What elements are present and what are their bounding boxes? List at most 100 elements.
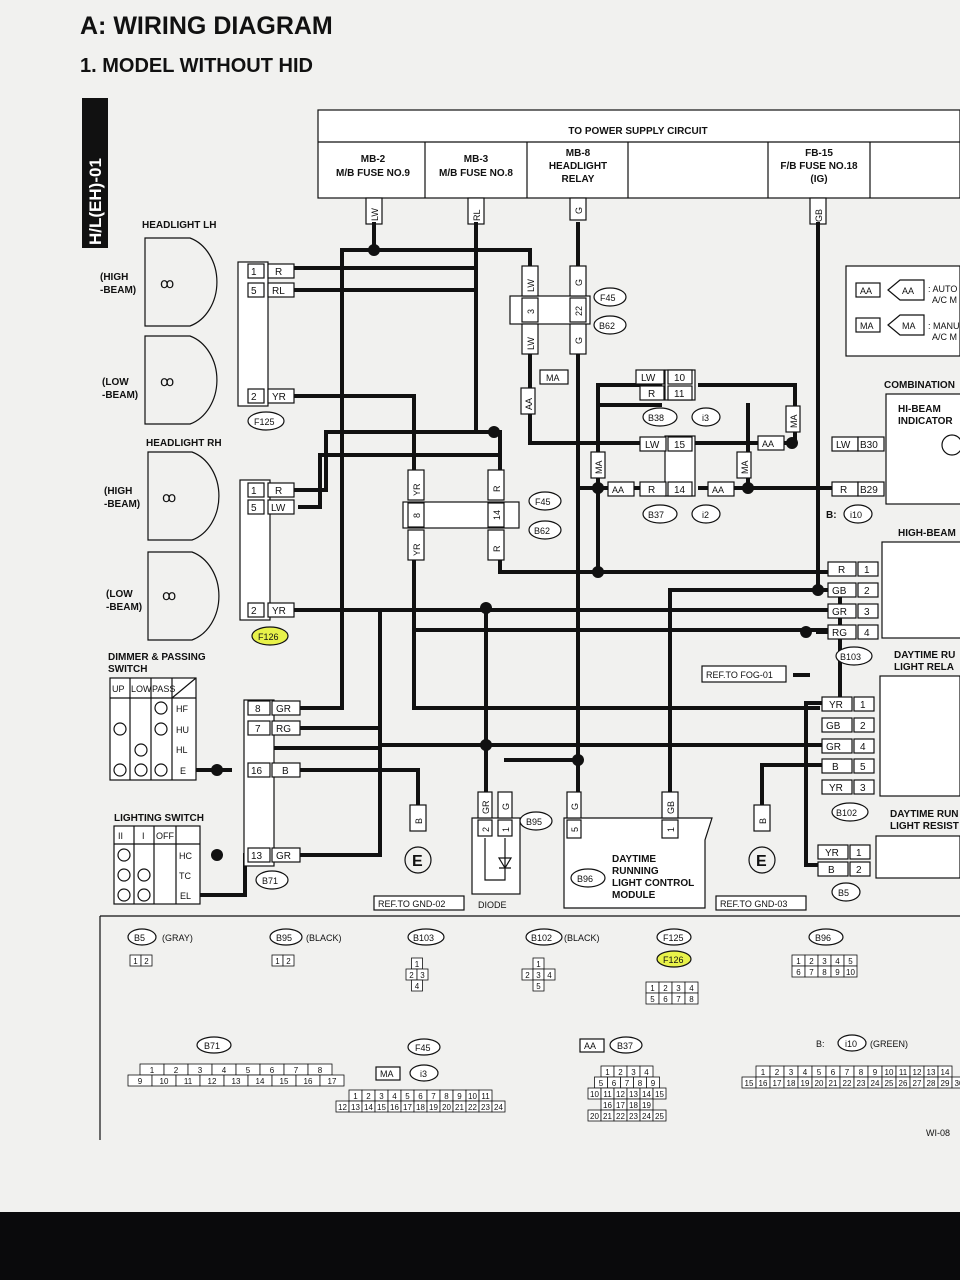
b102-tag: B102 [836, 808, 857, 818]
pin-label: 21 [455, 1103, 464, 1112]
svg-text:YR: YR [829, 783, 843, 794]
svg-text:(BLACK): (BLACK) [306, 933, 342, 943]
power-title: TO POWER SUPPLY CIRCUIT [568, 126, 707, 137]
svg-text:5: 5 [570, 827, 580, 832]
svg-text:LW: LW [645, 440, 660, 451]
pin-label: 8 [638, 1079, 643, 1088]
svg-text:PASS: PASS [152, 684, 175, 694]
svg-text:i10: i10 [845, 1039, 857, 1049]
svg-text:I: I [142, 831, 145, 841]
pin-cell [532, 979, 545, 992]
pin-label: 8 [444, 1092, 449, 1101]
mb8-headlight: HEADLIGHT [549, 161, 607, 172]
svg-text:HC: HC [179, 851, 192, 861]
svg-text:(BLACK): (BLACK) [564, 933, 600, 943]
svg-text:B96: B96 [815, 933, 831, 943]
pin-label: 10 [160, 1077, 169, 1086]
svg-text:R: R [648, 485, 655, 496]
svg-text:2: 2 [860, 721, 866, 732]
rh-high-label: (HIGH [104, 486, 132, 497]
pin-label: 10 [468, 1092, 477, 1101]
pin-cell [140, 954, 153, 967]
pin-label: 15 [377, 1103, 386, 1112]
svg-text:YR: YR [272, 606, 286, 617]
pin-cell [652, 1109, 667, 1122]
svg-text:1: 1 [864, 565, 870, 576]
pin-cell [411, 979, 423, 992]
pin-cell [491, 1100, 506, 1113]
rh-high-label2: -BEAM) [104, 499, 140, 510]
pin-label: 3 [536, 971, 541, 980]
pin-label: 4 [803, 1068, 808, 1077]
svg-text:AA: AA [762, 439, 774, 449]
pin-label: 1 [761, 1068, 766, 1077]
svg-text:B: B [828, 865, 835, 876]
i2-tag: i2 [702, 510, 709, 520]
drl-relay-label2: LIGHT RELA [894, 662, 954, 673]
svg-text:RG: RG [276, 724, 291, 735]
pin-label: 8 [822, 968, 827, 977]
svg-text:II: II [118, 831, 123, 841]
ground-icon-2 [748, 846, 776, 874]
svg-text:MA: MA [380, 1069, 394, 1079]
pin-label: 6 [796, 968, 801, 977]
power-supply-box [317, 109, 960, 199]
pin-label: 8 [689, 995, 694, 1004]
svg-text:G: G [501, 803, 511, 810]
pin-label: 1 [150, 1066, 155, 1075]
indicator-bulb-icon [941, 434, 960, 456]
b95-tag: B95 [526, 817, 542, 827]
pin-label: 15 [655, 1090, 664, 1099]
svg-text:GR: GR [481, 800, 491, 814]
pin-label: 27 [913, 1079, 922, 1088]
pin-label: 2 [663, 984, 668, 993]
pin-label: 24 [642, 1112, 651, 1121]
svg-text:GB: GB [814, 209, 824, 222]
lh-high-label2: -BEAM) [100, 285, 136, 296]
pin-cell [319, 1074, 345, 1087]
pin-label: 19 [429, 1103, 438, 1112]
b-i10-label: B: [826, 510, 837, 521]
svg-text:AA: AA [612, 485, 624, 495]
pin-label: 5 [650, 995, 655, 1004]
svg-text:13: 13 [251, 851, 263, 862]
pin-label: 9 [457, 1092, 462, 1101]
pin-label: 1 [605, 1068, 610, 1077]
drl-module-box [563, 817, 713, 909]
lighting-switch-label: LIGHTING SWITCH [114, 813, 204, 824]
svg-text:GR: GR [826, 742, 841, 753]
pin-label: 5 [599, 1079, 604, 1088]
pin-label: 3 [198, 1066, 203, 1075]
svg-text:LW: LW [641, 373, 656, 384]
f45-tag-mid: F45 [535, 497, 551, 507]
svg-text:LW: LW [836, 440, 851, 451]
svg-text:R: R [840, 485, 847, 496]
pin-label: 20 [590, 1112, 599, 1121]
svg-text:B5: B5 [134, 933, 145, 943]
pin-label: 14 [256, 1077, 265, 1086]
pin-label: 1 [536, 960, 541, 969]
pin-cell [652, 1087, 667, 1100]
svg-text:1: 1 [856, 848, 862, 859]
svg-text:R: R [648, 389, 655, 400]
page-title: A: WIRING DIAGRAM [80, 12, 333, 40]
svg-text:RL: RL [472, 209, 482, 221]
svg-text:LW: LW [526, 337, 536, 350]
pin-label: 10 [590, 1090, 599, 1099]
pin-label: 2 [809, 957, 814, 966]
svg-text:HL: HL [176, 745, 188, 755]
page-tag-box [82, 98, 108, 248]
svg-text:GB: GB [832, 586, 847, 597]
svg-text:R: R [492, 485, 502, 492]
svg-text:LW: LW [370, 208, 380, 221]
pin-label: 13 [351, 1103, 360, 1112]
svg-text:HF: HF [176, 704, 188, 714]
pin-label: 20 [442, 1103, 451, 1112]
pin-label: 7 [625, 1079, 630, 1088]
svg-text:11: 11 [674, 389, 685, 400]
pin-label: 10 [885, 1068, 894, 1077]
svg-text:B71: B71 [204, 1041, 220, 1051]
hi-beam-ind-label: HI-BEAM [898, 404, 941, 415]
pin-label: 3 [631, 1068, 636, 1077]
svg-text:LW: LW [526, 279, 536, 292]
